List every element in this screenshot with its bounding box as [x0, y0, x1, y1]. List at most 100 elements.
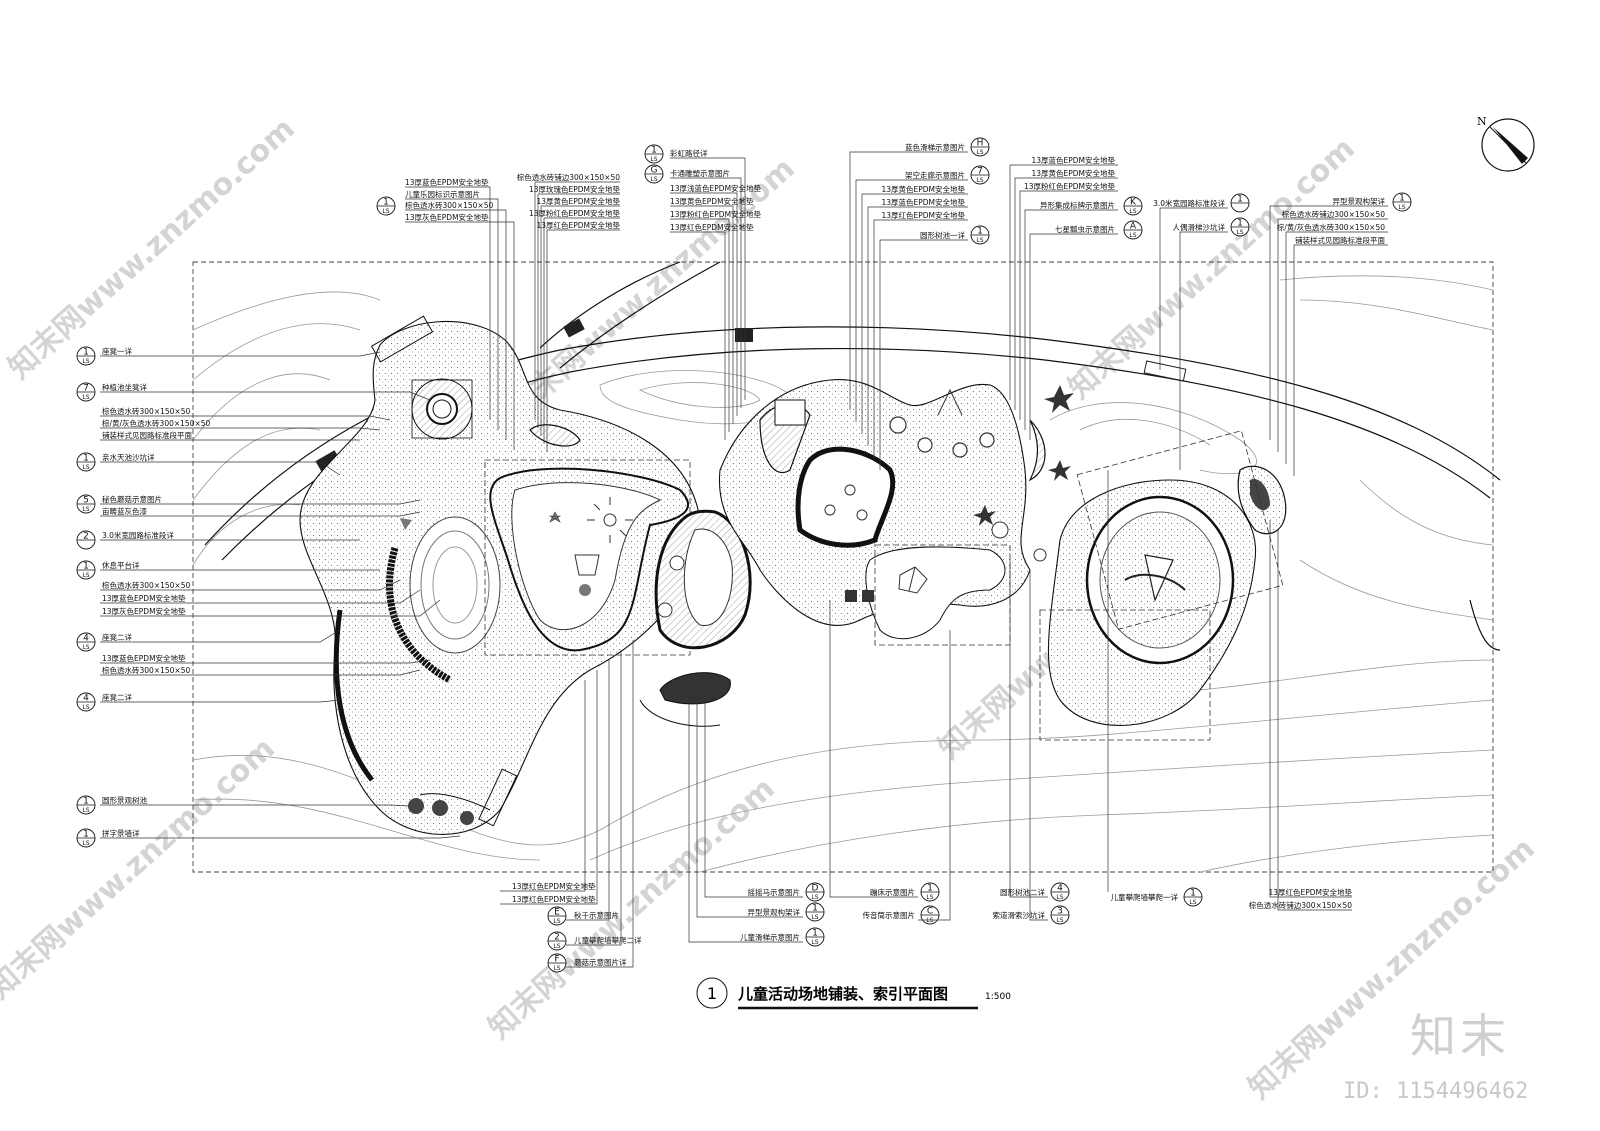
badge-sheet: LS — [811, 894, 818, 901]
annotation-label: 人偶滑梯沙坑详 — [1173, 222, 1226, 232]
annotation-label: 亩畴蓝灰色漆 — [102, 506, 147, 516]
drawing-scale: 1:500 — [985, 992, 1011, 1002]
index-badge: 5LS — [76, 494, 96, 514]
annotation-label: 拼字景墙详 — [102, 828, 140, 838]
annotation-label: 13厚蓝色EPDM安全地垫 — [1031, 155, 1115, 165]
index-badge: ELS — [547, 906, 567, 926]
centre-left-epdm-zone — [484, 424, 752, 727]
annotation-label: 秘色蘑菇示意图片 — [102, 494, 162, 504]
badge-sheet: LS — [82, 840, 89, 847]
annotation-label: 秋千示意图片 — [574, 910, 619, 920]
index-badge: 1LS — [970, 225, 990, 245]
index-badge: GLS — [644, 164, 664, 184]
badge-index: 1 — [927, 884, 933, 894]
badge-index: A — [1130, 222, 1137, 232]
annotation-label: 13厚蓝色EPDM安全地垫 — [102, 653, 186, 663]
annotation-label: 异型景观构架详 — [748, 907, 801, 917]
annotation-label: 棕色透水砖300×150×50 — [405, 200, 493, 210]
badge-index: 4 — [83, 694, 89, 704]
annotation-label: 13厚蓝色EPDM安全地垫 — [102, 593, 186, 603]
annotation-label: 13厚红色EPDM安全地垫 — [881, 210, 965, 220]
badge-sheet: LS — [1056, 917, 1063, 924]
annotation-label: 异型景观构架详 — [1333, 196, 1386, 206]
annotation-label: 13厚红色EPDM安全地垫 — [512, 894, 596, 904]
annotation-label: 棕色透水砖300×150×50 — [102, 665, 190, 675]
index-badge: 1LS — [805, 902, 825, 922]
badge-index: 1 — [1399, 194, 1405, 204]
badge-sheet: LS — [82, 506, 89, 513]
left-annotation-column: 1LS座凳一详7LS种植池坐凳详棕色透水砖300×150×50棕/黄/灰色透水砖… — [76, 346, 461, 848]
badge-index: 3 — [1057, 907, 1063, 917]
annotation-label: 13厚红色EPDM安全地垫 — [670, 222, 754, 232]
annotation-label: 棕/黄/灰色透水砖300×150×50 — [1277, 222, 1386, 232]
annotation-label: 亲水天池沙坑详 — [102, 452, 155, 462]
index-badge: 1LS — [376, 196, 396, 216]
annotation-label: 儿童乐园标识示意图片 — [405, 189, 480, 199]
annotation-label: 异形集成标牌示意图片 — [1040, 200, 1115, 210]
index-badge: 3LS — [1050, 905, 1070, 925]
annotation-label: 棕色透水砖300×150×50 — [102, 580, 190, 590]
annotation-label: 儿童滑梯示意图片 — [740, 932, 800, 942]
annotation-label: 13厚粉红色EPDM安全地垫 — [529, 208, 621, 218]
index-badge: KLS — [1123, 196, 1143, 216]
badge-index: 2 — [554, 933, 560, 943]
index-badge: ALS — [1123, 220, 1143, 240]
annotation-label: 13厚蓝色EPDM安全地垫 — [405, 177, 489, 187]
index-badge: CLS — [920, 905, 940, 925]
badge-sheet: LS — [553, 918, 560, 925]
badge-index: F — [554, 955, 559, 965]
badge-index: 1 — [83, 797, 89, 807]
badge-sheet: LS — [82, 644, 89, 651]
annotation-label: 儿童攀爬墙攀爬二详 — [574, 935, 642, 945]
index-badge: DLS — [805, 882, 825, 902]
badge-index: D — [812, 884, 819, 894]
index-badge: 7LS — [76, 382, 96, 402]
index-badge: HLS — [970, 137, 990, 157]
annotation-label: 蘑菇示意图片详 — [574, 957, 627, 967]
annotation-label: 13厚黄色EPDM安全地垫 — [1031, 168, 1115, 178]
index-badge: 1LS — [1183, 887, 1203, 907]
annotation-label: 13厚黄色EPDM安全地垫 — [536, 196, 620, 206]
annotation-label: 3.0米宽园路标准段详 — [1153, 198, 1225, 208]
top-annotation-groups: 13厚蓝色EPDM安全地垫儿童乐园标识示意图片棕色透水砖300×150×5013… — [376, 137, 1412, 476]
annotation-label: 圆形树池二详 — [1000, 887, 1045, 897]
annotation-label: 棕色透水砖铺边300×150×50 — [517, 172, 620, 182]
badge-index: H — [977, 139, 984, 149]
index-badge: 2 — [76, 530, 96, 550]
brand-block: 知末 ID: 1154496462 — [1343, 1009, 1528, 1104]
badge-sheet: LS — [976, 177, 983, 184]
watermark: 知末网www.znzmo.com — [2, 111, 302, 386]
badge-sheet: LS — [926, 894, 933, 901]
badge-sheet: LS — [1129, 232, 1136, 239]
brand-mark: 知末 — [1410, 1009, 1510, 1063]
annotation-label: 蹦床示意图片 — [870, 887, 915, 897]
north-arrow: N — [1477, 115, 1535, 172]
annotation-label: 棕色透水砖铺边300×150×50 — [1249, 900, 1352, 910]
index-badge: FLS — [547, 953, 567, 973]
annotation-label: 蓝色滑梯示意图片 — [905, 142, 965, 152]
annotation-label: 13厚粉红色EPDM安全地垫 — [670, 209, 762, 219]
index-badge: 1LS — [76, 560, 96, 580]
badge-index: G — [651, 166, 658, 176]
badge-sheet: LS — [926, 917, 933, 924]
annotation-label: 铺装样式见园路标准段平面 — [102, 430, 192, 440]
badge-sheet: LS — [976, 149, 983, 156]
annotation-label: 3.0米宽园路标准段详 — [102, 530, 174, 540]
badge-index: 4 — [1057, 884, 1063, 894]
annotation-label: 13厚浅蓝色EPDM安全地垫 — [670, 183, 762, 193]
badge-index: C — [927, 907, 933, 917]
badge-sheet: LS — [650, 156, 657, 163]
watermark: 知末网www.znzmo.com — [0, 731, 282, 1006]
annotation-label: 架空走廊示意图片 — [905, 170, 965, 180]
badge-index: 1 — [83, 562, 89, 572]
badge-index: 1 — [83, 454, 89, 464]
badge-sheet: LS — [976, 237, 983, 244]
badge-index: 2 — [83, 532, 89, 542]
badge-sheet: LS — [1056, 894, 1063, 901]
right-zone — [973, 385, 1501, 741]
annotation-label: 七星瓢虫示意图片 — [1055, 224, 1115, 234]
annotation-label: 座凳一详 — [102, 346, 132, 356]
annotation-label: 13厚灰色EPDM安全地垫 — [102, 606, 186, 616]
index-badge: 1LS — [76, 795, 96, 815]
